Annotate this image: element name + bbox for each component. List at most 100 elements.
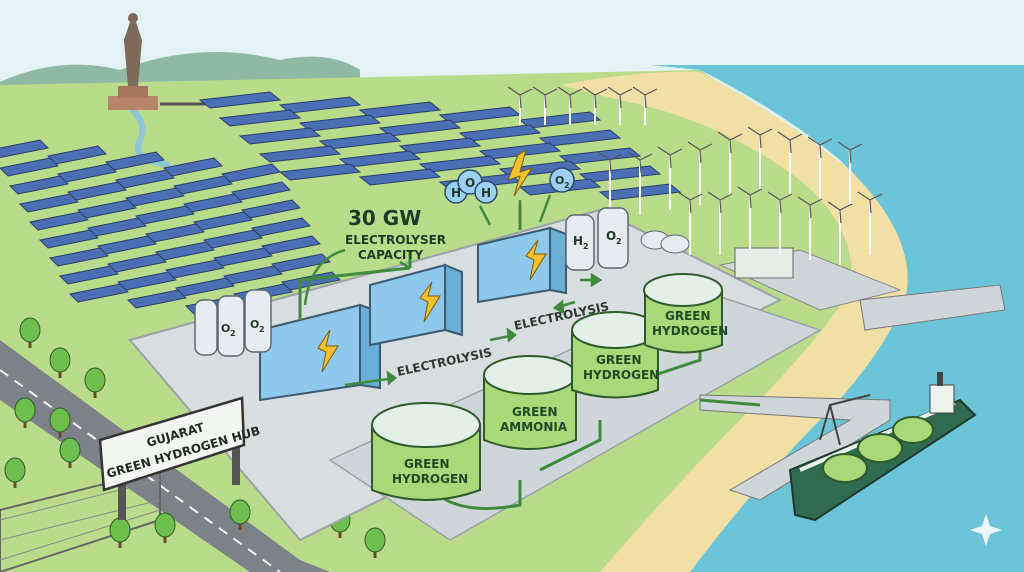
tank-front-line1: GREEN — [404, 457, 450, 471]
wind-turbine — [687, 141, 713, 205]
wind-turbine — [797, 196, 823, 260]
molecule-arrow-3 — [538, 194, 552, 223]
wind-turbine — [507, 86, 533, 125]
solar-panel — [48, 247, 110, 267]
solar-panel — [28, 211, 90, 231]
wind-turbine — [857, 191, 883, 255]
wind-turbine — [827, 201, 853, 265]
tree — [59, 437, 81, 468]
solar-panel — [38, 229, 100, 249]
water-h-left: H — [451, 186, 461, 200]
wind-turbine — [677, 191, 703, 255]
o2-right-sub: 2 — [616, 237, 622, 246]
sparkle-icon — [970, 514, 1002, 546]
tree — [364, 527, 386, 558]
tree — [229, 499, 251, 530]
solar-panel — [278, 163, 362, 181]
wind-turbine — [607, 86, 633, 125]
tank-mid-line1: GREEN — [596, 353, 642, 367]
solar-panel — [198, 91, 282, 109]
wind-turbine — [627, 151, 653, 215]
solar-panel — [218, 109, 302, 127]
o2-main-label: O — [221, 322, 230, 335]
wind-turbine — [837, 141, 863, 205]
solar-panel — [238, 127, 322, 145]
jetty — [859, 284, 1006, 331]
dock-crane — [819, 394, 871, 446]
tank-ammonia-line2: AMMONIA — [500, 420, 568, 434]
wind-turbine — [807, 136, 833, 200]
headline-caption-1: ELECTROLYSER — [345, 233, 446, 247]
tank-back-line2: HYDROGEN — [652, 324, 728, 338]
tank-green-hydrogen-back — [643, 273, 723, 354]
lightning-bolt-icon — [507, 148, 534, 197]
tree — [154, 512, 176, 543]
wind-turbine — [717, 131, 743, 195]
wind-turbine — [737, 186, 763, 250]
tank-ammonia-line1: GREEN — [512, 405, 558, 419]
headline-arrow-2 — [399, 260, 411, 270]
headline-arrow-1 — [303, 248, 346, 306]
water-h-right: H — [481, 186, 491, 200]
electrolyser-unit-2 — [369, 263, 463, 347]
ship — [788, 372, 977, 522]
tree — [19, 317, 41, 348]
wind-turbine — [557, 86, 583, 125]
tree — [14, 397, 36, 428]
wind-turbine — [582, 86, 608, 125]
h2-sub: 2 — [583, 242, 589, 251]
electrolyser-unit-3 — [477, 226, 567, 304]
solar-panel — [58, 265, 120, 285]
solar-panel — [0, 139, 50, 159]
tank-green-hydrogen-mid — [571, 311, 659, 399]
oxygen-sub: 2 — [564, 181, 570, 190]
solar-panel — [68, 283, 130, 303]
tank-mid-line2: HYDROGEN — [583, 368, 659, 382]
wind-turbine — [777, 131, 803, 195]
solar-panel — [0, 157, 60, 177]
tank-green-ammonia — [483, 355, 577, 450]
hydrogen-cylinders — [565, 207, 629, 271]
molecule-arrow-1 — [478, 205, 492, 226]
port-building — [734, 247, 794, 279]
pier — [699, 394, 891, 501]
solar-panel — [358, 168, 442, 186]
wind-turbines — [507, 86, 883, 265]
h2-label: H — [573, 234, 583, 248]
headline-capacity: 30 GW — [348, 206, 421, 230]
tree — [84, 367, 106, 398]
o2-small-label: O — [250, 318, 259, 331]
wind-turbine — [597, 151, 623, 215]
tree — [49, 407, 71, 438]
wind-turbine — [767, 191, 793, 255]
flow-arrows — [344, 272, 603, 387]
road-centerline — [0, 369, 281, 572]
solar-panel — [258, 145, 342, 163]
tank-front-line2: HYDROGEN — [392, 472, 468, 486]
wind-turbine — [747, 126, 773, 190]
tank-green-hydrogen-front — [371, 402, 481, 501]
o2-main-sub: 2 — [230, 329, 236, 338]
tank-back-line1: GREEN — [665, 309, 711, 323]
hub-sign: GUJARAT GREEN HYDROGEN HUB — [98, 396, 262, 520]
wind-turbine — [532, 86, 558, 125]
small-tank-2 — [660, 234, 690, 254]
wind-turbine — [657, 146, 683, 210]
wind-turbine — [707, 191, 733, 255]
solar-panel — [18, 193, 80, 213]
tree — [4, 457, 26, 488]
solar-panel — [8, 175, 70, 195]
oxygen-molecule: O 2 — [549, 167, 575, 193]
statue-landmark — [108, 13, 158, 110]
oxygen-o: O — [555, 174, 564, 187]
plant-platform — [128, 208, 783, 542]
water-molecule: H O H — [444, 169, 498, 204]
wind-turbine — [632, 86, 658, 125]
water-o: O — [465, 176, 475, 190]
tree — [49, 347, 71, 378]
o2-right-label: O — [606, 229, 616, 243]
o2-small-sub: 2 — [259, 325, 265, 334]
oxygen-cylinders-main — [194, 289, 272, 357]
headline-caption-2: CAPACITY — [358, 248, 424, 262]
